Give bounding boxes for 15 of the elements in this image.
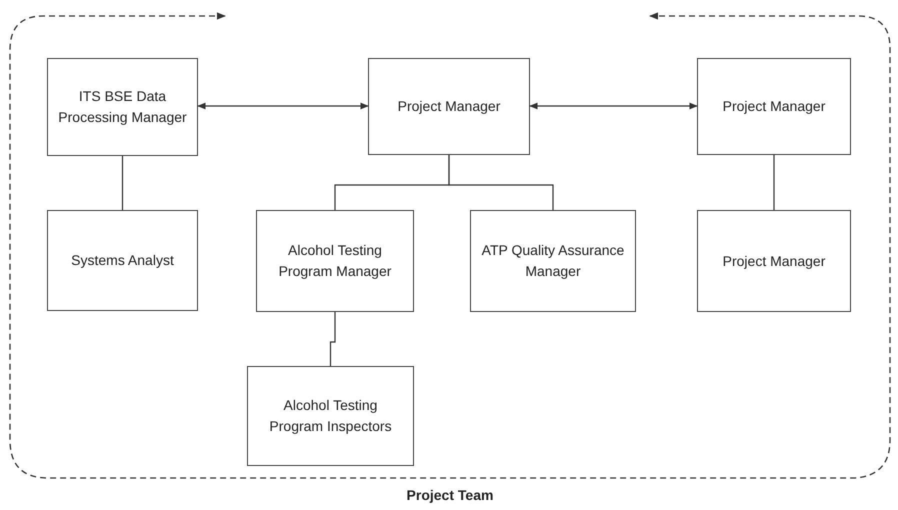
role-box: ATP Quality Assurance Manager (470, 210, 636, 312)
role-box: Alcohol Testing Program Inspectors (247, 366, 414, 466)
role-box: Alcohol Testing Program Manager (256, 210, 414, 312)
role-box: Project Manager (368, 58, 530, 155)
connector-line (330, 312, 336, 366)
group-label: Project Team (406, 486, 494, 505)
connector-line (122, 156, 124, 210)
double-arrow (197, 102, 369, 110)
role-box: Project Manager (697, 210, 851, 312)
connector-line (773, 155, 775, 210)
connector-line (448, 155, 554, 210)
role-box: Project Manager (697, 58, 851, 155)
double-arrow (529, 102, 698, 110)
role-box: ITS BSE Data Processing Manager (47, 58, 198, 156)
role-box: Systems Analyst (47, 210, 198, 311)
